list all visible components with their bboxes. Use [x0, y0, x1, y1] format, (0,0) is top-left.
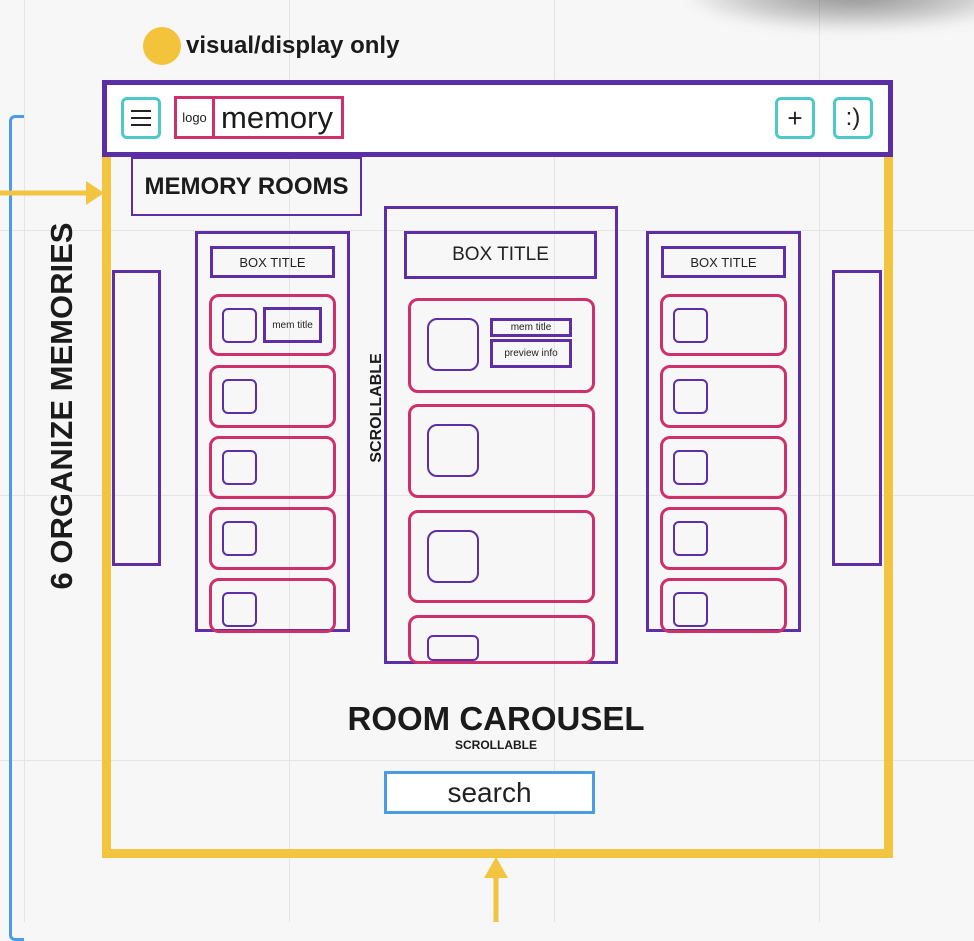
memory-title-center: mem title	[510, 322, 552, 333]
room-title-center: BOX TITLE	[452, 244, 549, 265]
memory-title-box-center: mem title	[490, 318, 572, 337]
memory-thumb-right-1	[673, 308, 708, 343]
preview-info-box-center: preview info	[490, 339, 572, 368]
memory-item-left-4[interactable]	[209, 507, 336, 570]
app-header	[102, 80, 893, 157]
memory-item-left-5[interactable]	[209, 578, 336, 633]
memory-thumb-right-2	[673, 379, 708, 414]
section-title-box: MEMORY ROOMS	[131, 157, 362, 216]
logo-box: logo	[174, 96, 215, 139]
room-card-right[interactable]	[646, 231, 801, 632]
memory-thumb-left-4	[222, 521, 257, 556]
memory-item-left-1[interactable]	[209, 294, 336, 356]
side-label: 6 ORGANIZE MEMORIES	[44, 222, 79, 590]
memory-item-center-3[interactable]	[408, 510, 595, 603]
memory-title-left: mem title	[272, 319, 313, 331]
memory-thumb-left-1	[222, 308, 257, 343]
memory-item-right-2[interactable]	[660, 365, 787, 428]
memory-item-right-4[interactable]	[660, 507, 787, 570]
memory-item-center-4[interactable]	[408, 615, 595, 664]
memory-thumb-right-5	[673, 592, 708, 627]
memory-item-right-1[interactable]	[660, 294, 787, 356]
search-input[interactable]: search	[384, 771, 595, 814]
memory-item-right-3[interactable]	[660, 436, 787, 499]
memory-thumb-left-2	[222, 379, 257, 414]
menu-button[interactable]	[121, 97, 161, 139]
carousel-subtitle: SCROLLABLE	[455, 738, 537, 752]
memory-item-left-2[interactable]	[209, 365, 336, 428]
memory-item-right-5[interactable]	[660, 578, 787, 633]
legend-label: visual/display only	[186, 32, 400, 59]
memory-item-left-3[interactable]	[209, 436, 336, 499]
carousel-title: ROOM CAROUSEL	[347, 700, 645, 737]
hamburger-icon	[131, 110, 151, 126]
memory-thumb-center-3	[427, 530, 479, 583]
memory-thumb-right-4	[673, 521, 708, 556]
scrollable-label-center: SCROLLABLE	[368, 353, 385, 463]
plus-icon: +	[787, 102, 803, 133]
profile-button[interactable]: :)	[833, 97, 873, 139]
carousel-prev-panel[interactable]	[112, 270, 161, 566]
room-card-left[interactable]	[195, 231, 350, 632]
arrow-left-head	[86, 181, 104, 205]
memory-thumb-right-3	[673, 450, 708, 485]
logo-text: logo	[182, 110, 207, 125]
room-title-right: BOX TITLE	[690, 254, 757, 270]
legend-dot	[143, 27, 181, 65]
arrow-up-head	[484, 857, 508, 878]
room-title-box-center: BOX TITLE	[404, 231, 597, 279]
room-title-box-left: BOX TITLE	[210, 246, 335, 278]
app-name: memory	[221, 99, 333, 135]
profile-icon: :)	[845, 104, 861, 131]
app-name-box: memory	[212, 96, 344, 139]
room-title-box-right: BOX TITLE	[661, 246, 786, 278]
carousel-next-panel[interactable]	[832, 270, 882, 566]
memory-title-box-left: mem title	[263, 307, 322, 343]
add-button[interactable]: +	[775, 97, 815, 139]
preview-info-center: preview info	[504, 348, 558, 359]
search-label: search	[447, 776, 532, 808]
room-title-left: BOX TITLE	[239, 254, 306, 270]
memory-item-center-1[interactable]	[408, 298, 595, 393]
section-title: MEMORY ROOMS	[144, 172, 349, 200]
memory-thumb-left-3	[222, 450, 257, 485]
memory-thumb-center-2	[427, 424, 479, 477]
memory-thumb-center-1	[427, 318, 479, 371]
memory-thumb-center-4	[427, 635, 479, 661]
memory-item-center-2[interactable]	[408, 404, 595, 498]
memory-thumb-left-5	[222, 592, 257, 627]
yellow-arrows	[0, 181, 508, 922]
